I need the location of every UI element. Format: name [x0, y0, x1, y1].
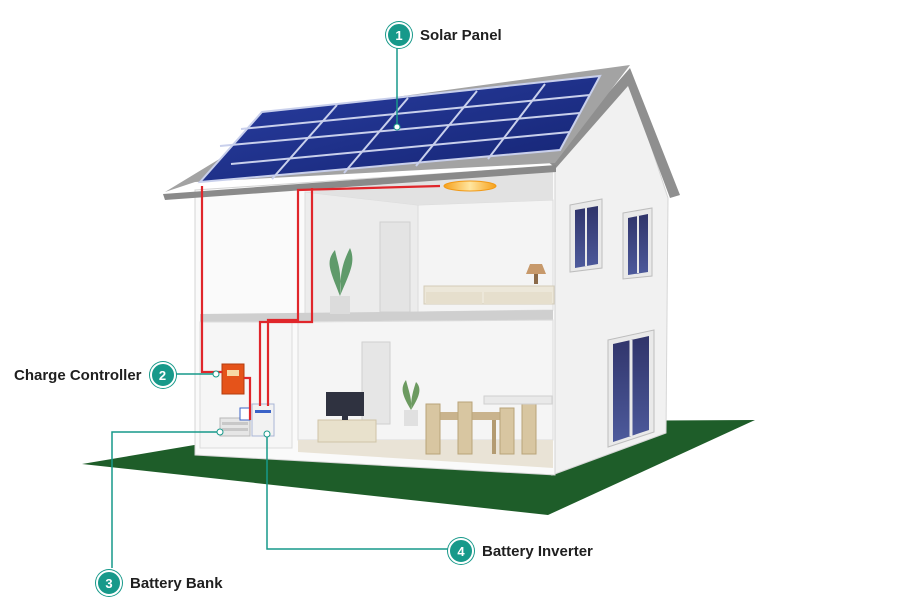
callout-label: Battery Inverter — [482, 542, 593, 560]
lower-door — [361, 341, 391, 425]
callout-charge-controller: Charge Controller 2 — [14, 362, 176, 388]
callout-label: Battery Bank — [130, 574, 223, 592]
solar-cell-grid — [219, 83, 591, 180]
upper-furniture — [329, 248, 555, 314]
leader-dot-2 — [212, 370, 220, 378]
callout-number-badge: 1 — [386, 22, 412, 48]
callout-leaders — [111, 46, 448, 568]
callout-battery-inverter: 4 Battery Inverter — [448, 538, 593, 564]
callout-number-badge: 4 — [448, 538, 474, 564]
ceiling-light — [443, 180, 497, 192]
side-windows — [569, 198, 655, 448]
lower-furniture — [317, 380, 553, 455]
callout-number-badge: 2 — [149, 362, 176, 388]
leader-dot-3 — [216, 428, 224, 436]
callout-battery-bank: 3 Battery Bank — [96, 570, 223, 596]
leader-dot-1 — [393, 123, 401, 131]
roof-edge — [163, 165, 556, 200]
callout-number-badge: 3 — [96, 570, 122, 596]
callout-label: Charge Controller — [14, 366, 142, 384]
callout-solar-panel: 1 Solar Panel — [386, 22, 502, 48]
battery-inverter-unit — [239, 403, 275, 437]
callout-label: Solar Panel — [420, 26, 502, 44]
battery-bank-unit — [219, 417, 251, 437]
upper-door — [379, 221, 411, 313]
leader-dot-4 — [263, 430, 271, 438]
charge-controller-unit — [221, 363, 245, 395]
